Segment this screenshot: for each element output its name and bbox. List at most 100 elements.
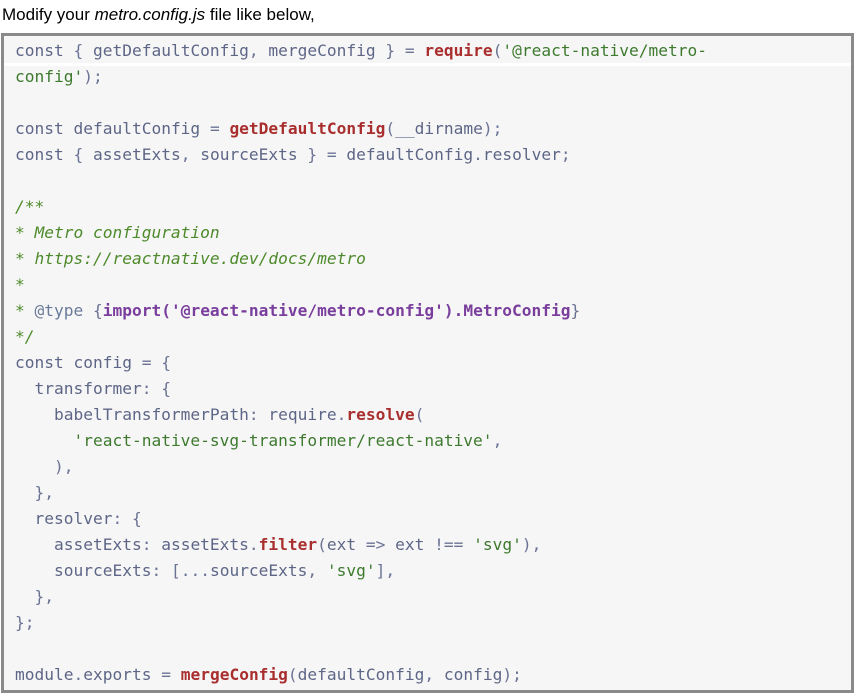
code-token: = [404,41,415,60]
code-token: { [151,353,171,372]
code-token: const [15,353,64,372]
code-line: transformer: { [15,376,707,402]
code-line: module.exports = mergeConfig(defaultConf… [15,662,707,688]
code-token: !== [434,535,464,554]
code-line [15,90,707,116]
code-token: assetExts [53,535,142,554]
code-line: * @type {import('@react-native/metro-con… [15,298,707,324]
code-token: . [248,535,259,554]
code-token: ext [395,535,425,554]
code-line: resolver: { [15,506,707,532]
code-token: babelTransformerPath [53,405,249,424]
code-token [463,535,473,554]
code-token: const [15,41,64,60]
code-token: defaultConfig [73,119,201,138]
code-token [200,119,210,138]
intro-text: Modify your metro.config.js file like be… [2,4,315,26]
code-token: getDefaultConfig [92,41,249,60]
code-block[interactable]: const { getDefaultConfig, mergeConfig } … [1,33,854,693]
code-token: = [141,353,152,372]
code-token: : [248,405,269,424]
code-token: */ [15,327,35,346]
code-line: }, [15,584,707,610]
code-token: { [83,301,103,320]
code-token: ( [414,405,425,424]
code-token: . [336,405,347,424]
code-token: } [297,145,327,164]
code-token: } [375,41,405,60]
code-token: { [63,145,93,164]
intro-suffix: file like below, [205,5,315,24]
intro-prefix: Modify your [2,5,95,24]
code-line: ), [15,454,707,480]
code-token: , [307,561,327,580]
code-token [15,405,54,424]
code-token: mergeConfig [180,665,288,684]
code-token: require [268,405,337,424]
code-token [171,665,181,684]
code-token: ); [83,67,103,86]
code-line: assetExts: assetExts.filter(ext => ext !… [15,532,707,558]
code-token: defaultConfig [346,145,474,164]
code-line [15,168,707,194]
code-token: ; [560,145,571,164]
code-token: @type [34,301,84,320]
code-token: 'svg' [473,535,522,554]
code-token: }, [15,587,54,606]
code-token: resolve [346,405,415,424]
code-token: assetExts [92,145,181,164]
code-token [151,665,161,684]
code-token: config [73,353,132,372]
code-token: exports [83,665,152,684]
code-token [15,379,35,398]
code-token: resolver [482,145,561,164]
code-token: transformer [34,379,142,398]
code-token [15,561,54,580]
code-line: 'react-native-svg-transformer/react-nati… [15,428,707,454]
code-token: ext [326,535,357,554]
code-token [132,353,142,372]
code-token [15,535,54,554]
code-token: filter [258,535,318,554]
code-line [15,636,707,662]
code-line: const defaultConfig = getDefaultConfig(_… [15,116,707,142]
code-content[interactable]: const { getDefaultConfig, mergeConfig } … [15,38,707,688]
code-token: = [326,145,337,164]
code-token: sourceExts [200,145,298,164]
code-token [415,41,425,60]
code-token: require [424,41,493,60]
code-token: = [209,119,220,138]
code-line: babelTransformerPath: require.resolve( [15,402,707,428]
code-token: 'react-native-svg-transformer/react-nati… [73,431,493,450]
code-token: defaultConfig [297,665,425,684]
code-token: : { [141,379,171,398]
code-token: , [248,41,269,60]
code-token: module [15,665,74,684]
code-token: ( [287,665,298,684]
code-token: ... [180,561,210,580]
code-line: }; [15,610,707,636]
code-token: , [492,431,503,450]
code-token: ), [521,535,542,554]
code-token [337,145,347,164]
code-token: * https://reactnative.dev/docs/metro [15,249,366,268]
code-token: sourceExts [209,561,308,580]
code-line: /** [15,194,707,220]
code-token: : { [112,509,142,528]
intro-filename: metro.config.js [94,5,206,24]
code-token: } [570,301,581,320]
code-token: 'svg' [326,561,376,580]
code-token: * [15,301,35,320]
code-token [385,535,395,554]
code-line: * [15,272,707,298]
code-token: getDefaultConfig [229,119,386,138]
code-token: sourceExts [53,561,152,580]
code-token: assetExts [161,535,249,554]
code-token: ( [385,119,396,138]
code-token: . [473,145,483,164]
code-token [15,431,73,450]
code-token: . [73,665,84,684]
code-token [356,535,366,554]
code-token: = [161,665,171,684]
code-line: * https://reactnative.dev/docs/metro [15,246,707,272]
